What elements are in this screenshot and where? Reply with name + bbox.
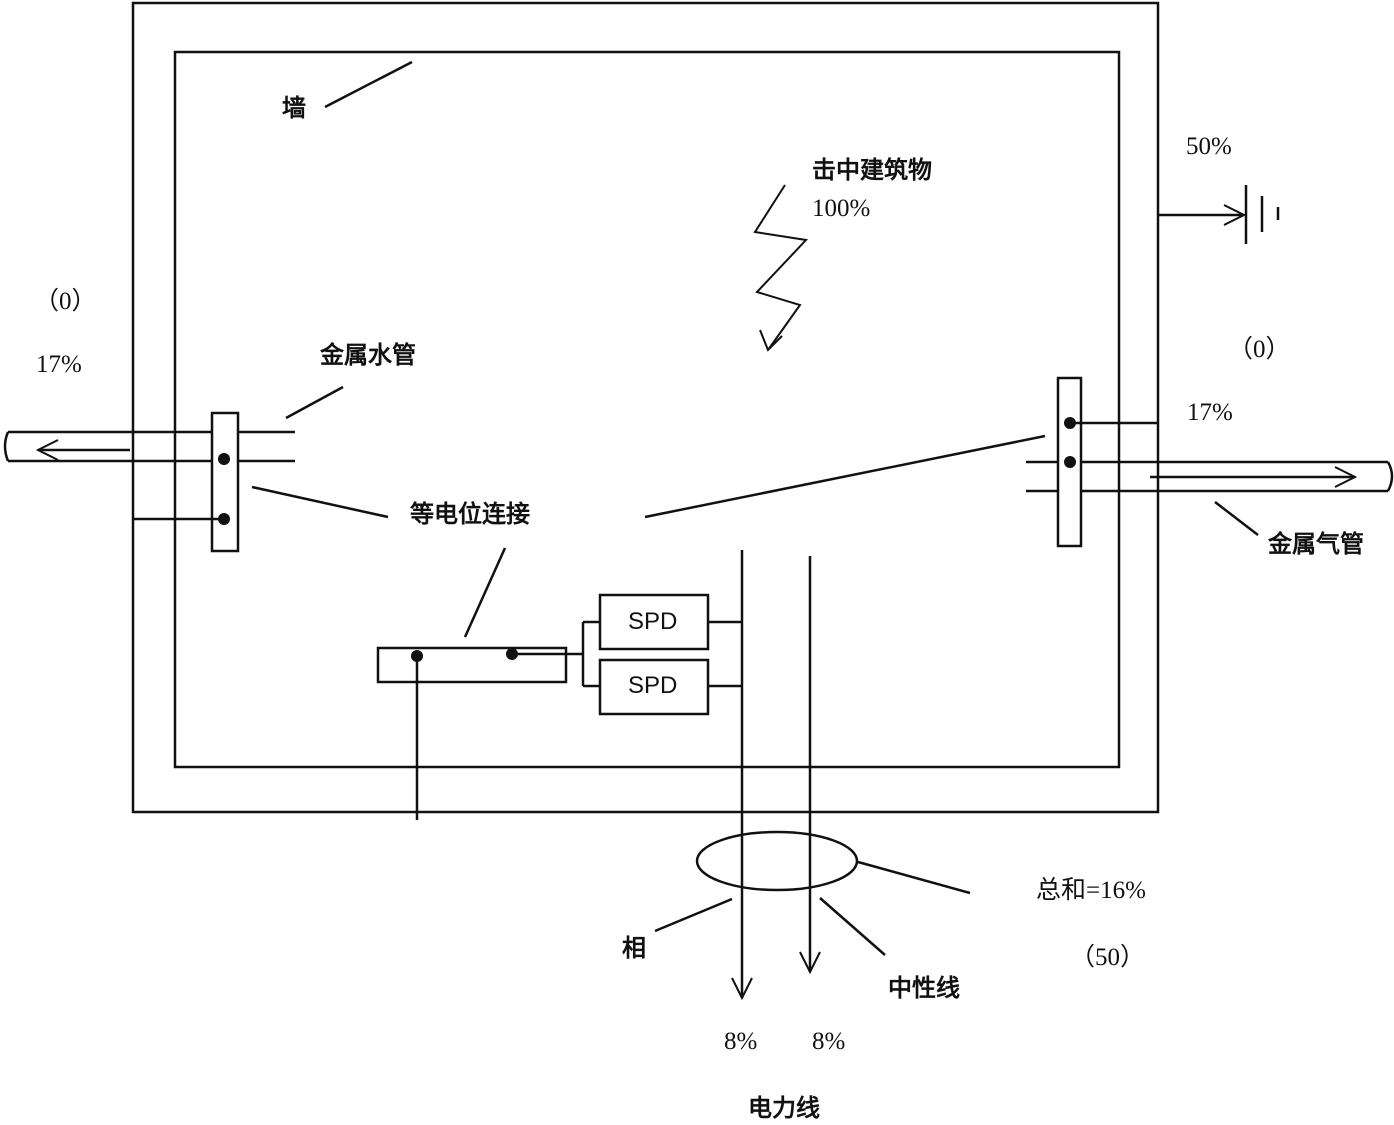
gas-pipe-label: 金属气管 [1268,529,1364,558]
spd-label-2: SPD [628,672,678,699]
strike-title: 击中建筑物 [812,155,932,184]
water-pipe-leader [285,385,344,420]
water-bond-point-1 [218,453,230,465]
water-pipe-label: 金属水管 [320,340,416,369]
neutral-current-value: 8% [812,1028,846,1055]
power-line-label: 电力线 [748,1093,820,1122]
lightning-bolt [753,184,809,351]
sum-current-value: 总和=16% [1036,877,1146,904]
wall-label: 墙 [282,93,306,122]
gas-pipe-leader [1214,501,1259,536]
equipotential-leader-right [644,434,1046,519]
phase-current-value: 8% [724,1028,758,1055]
water-pipe-paren-value: （0） [34,288,97,315]
bar-point-spd [506,648,518,660]
gas-pipe-paren-value: （0） [1228,336,1291,363]
water-pipe-current-value: 17% [36,351,82,378]
gas-pipe-current-value: 17% [1187,399,1233,426]
water-pipe-end [3,431,10,462]
spd-label-1: SPD [628,608,678,635]
gas-bond-point-2 [1064,456,1076,468]
equipotential-leader-bar [463,547,507,638]
phase-label: 相 [622,933,646,962]
current-sum-ellipse [695,830,859,892]
neutral-label: 中性线 [888,973,960,1002]
bar-point-ground [411,650,423,662]
water-pipe-bonding-bar [210,411,240,553]
lightning-arrow-head [759,329,783,352]
equipotential-label: 等电位连接 [410,499,530,528]
water-bond-point-2 [218,513,230,525]
sum-paren-value: （50） [1070,944,1146,971]
neutral-leader [819,897,886,956]
gas-bond-point-1 [1064,417,1076,429]
wall-leader [324,60,413,109]
ground-current-value: 50% [1186,133,1232,160]
gas-pipe-end [1386,461,1394,492]
inner-wall [173,50,1121,769]
strike-value: 100% [812,195,871,222]
equipotential-leader-left [251,485,389,519]
phase-leader [654,897,733,933]
sum-leader [857,860,971,895]
outer-wall [131,1,1160,814]
